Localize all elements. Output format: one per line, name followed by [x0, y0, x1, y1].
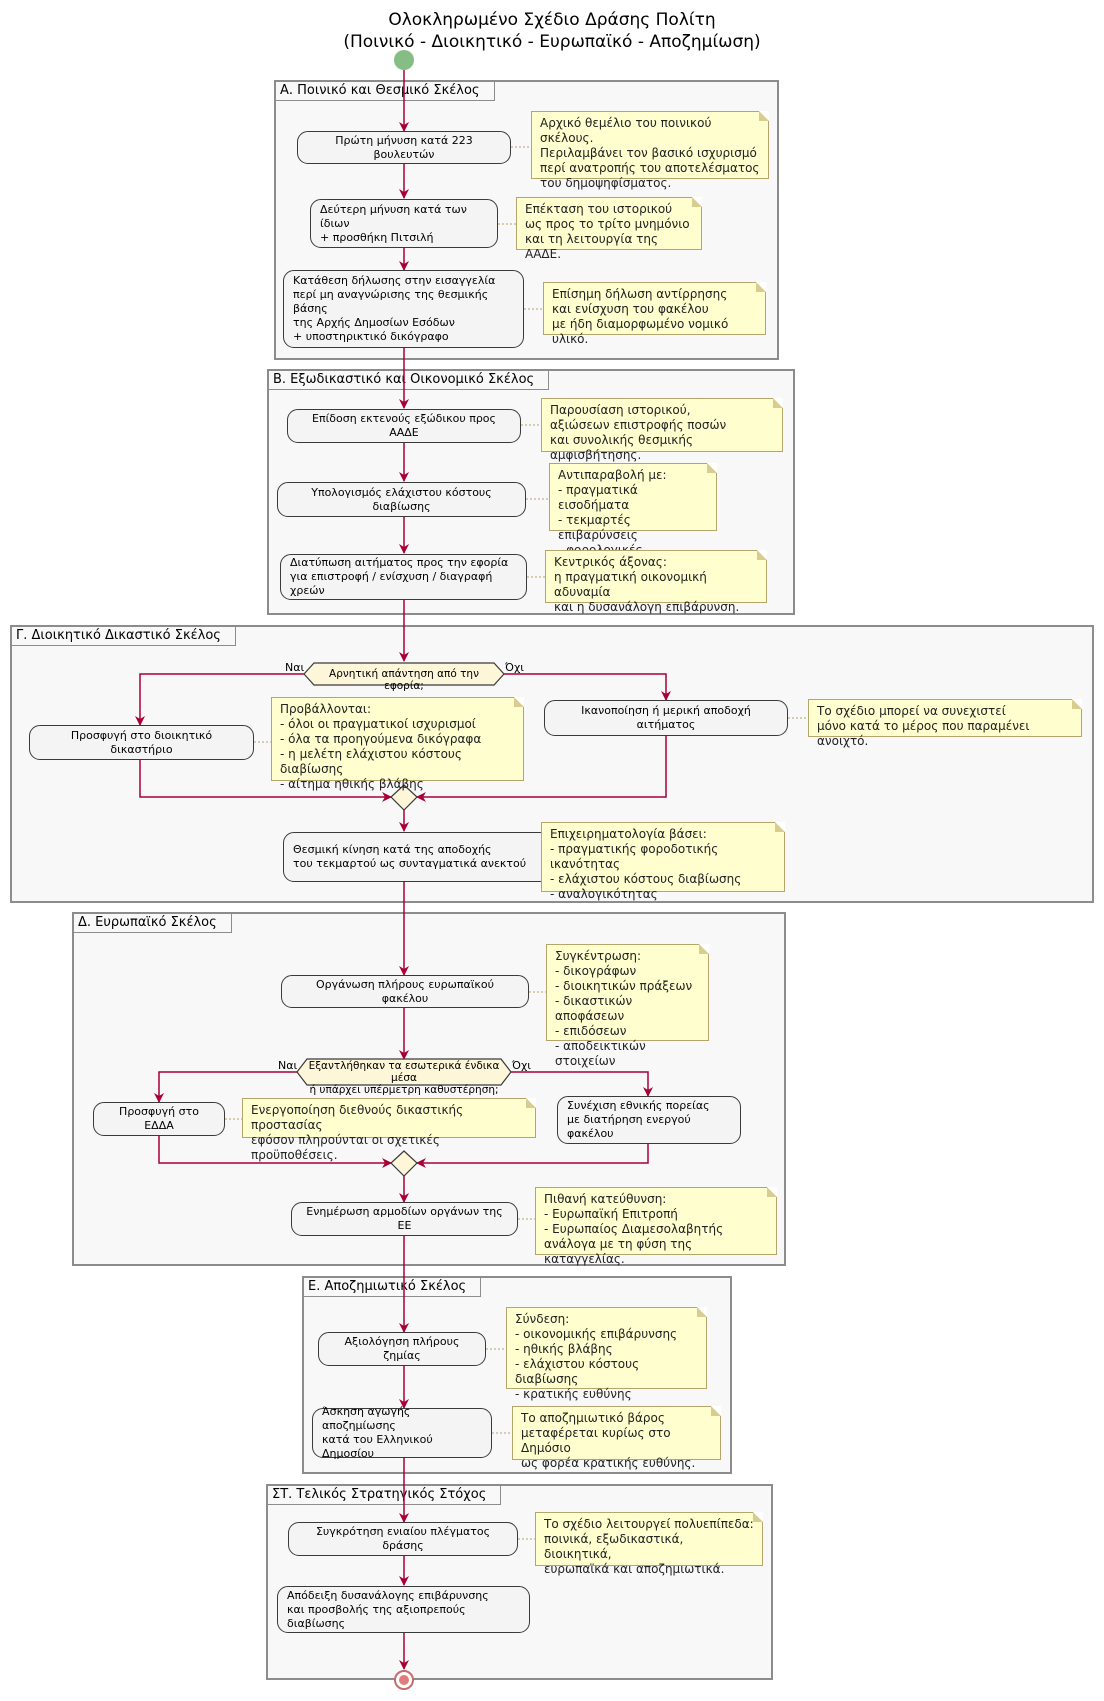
activity-national-course: Συνέχιση εθνικής πορείας με διατήρηση εν…: [557, 1096, 741, 1144]
end-node: [394, 1670, 414, 1690]
note-second-lawsuit: Επέκταση του ιστορικού ως προς το τρίτο …: [516, 197, 702, 261]
diagram-title-line2: (Ποινικό - Διοικητικό - Ευρωπαϊκό - Αποζ…: [343, 32, 761, 52]
diagram-title-line1: Ολοκληρωμένο Σχέδιο Δράσης Πολίτη: [388, 10, 716, 30]
partition-e-label: Ε. Αποζημιωτικό Σκέλος: [304, 1278, 482, 1297]
activity-compensation-suit: Άσκηση αγωγής αποζημίωσης κατά του Ελλην…: [312, 1405, 492, 1460]
activity-admin-court-appeal: Προσφυγή στο διοικητικό δικαστήριο: [29, 725, 254, 760]
note-living-cost-calc: Αντιπαραβολή με: - πραγματικά εισοδήματα…: [549, 463, 717, 572]
merge-d-shape: [390, 1150, 418, 1177]
activity-institutional-action: Θεσμική κίνηση κατά της αποδοχής του τεκ…: [283, 832, 551, 882]
edge-c2-merge: [416, 736, 667, 802]
edge-d2-merge: [158, 1136, 392, 1168]
partition-f-label: ΣΤ. Τελικός Στρατηγικός Στόχος: [268, 1486, 502, 1505]
note-echr-appeal: Ενεργοποίηση διεθνούς δικαστικής προστασ…: [242, 1098, 536, 1162]
decision-c-label: Αρνητική απάντηση από την εφορία;: [329, 668, 479, 692]
decision-c-yes-label: Ναι: [285, 661, 305, 674]
activity-request-accepted: Ικανοποίηση ή μερική αποδοχή αιτήματος: [544, 700, 788, 736]
start-node: [394, 50, 414, 70]
note-extrajudicial-notice: Παρουσίαση ιστορικού, αξιώσεων επιστροφή…: [541, 398, 783, 462]
decision-d-yes-label: Ναι: [278, 1059, 298, 1072]
activity-unified-action: Συγκρότηση ενιαίου πλέγματος δράσης: [288, 1522, 518, 1556]
decision-d-no-label: Όχι: [512, 1059, 532, 1072]
decision-c-shape: [303, 662, 505, 686]
activity-second-lawsuit: Δεύτερη μήνυση κατά των ίδιων + προσθήκη…: [310, 199, 498, 248]
partition-b-label: Β. Εξωδικαστικό και Οικονομικό Σκέλος: [269, 371, 550, 390]
activity-extrajudicial-notice: Επίδοση εκτενούς εξώδικου προς ΑΑΔΕ: [287, 409, 521, 443]
note-eu-bodies: Πιθανή κατεύθυνση: - Ευρωπαϊκή Επιτροπή …: [535, 1187, 777, 1266]
note-request-accepted: Το σχέδιο μπορεί να συνεχιστεί μόνο κατά…: [808, 699, 1082, 748]
activity-eu-bodies: Ενημέρωση αρμοδίων οργάνων της ΕΕ: [291, 1202, 518, 1236]
activity-prosecutor-statement: Κατάθεση δήλωσης στην εισαγγελία περί μη…: [283, 270, 524, 348]
edge-d3-merge: [416, 1144, 649, 1168]
edge-decision-d-no: [511, 1071, 653, 1097]
activity-first-lawsuit: Πρώτη μήνυση κατά 223 βουλευτών: [297, 131, 511, 164]
partition-c-label: Γ. Διοικητικό Δικαστικό Σκέλος: [12, 627, 236, 646]
edge-c1-merge: [139, 760, 392, 802]
edge-decision-d-yes: [154, 1071, 297, 1103]
activity-living-cost-calc: Υπολογισμός ελάχιστου κόστους διαβίωσης: [277, 482, 526, 517]
activity-damage-assessment: Αξιολόγηση πλήρους ζημίας: [318, 1332, 486, 1366]
note-admin-court-appeal: Προβάλλονται: - όλοι οι πραγματικοί ισχυ…: [271, 697, 524, 791]
note-tax-request: Κεντρικός άξονας: η πραγματική οικονομικ…: [545, 550, 767, 614]
activity-proof-burden: Απόδειξη δυσανάλογης επιβάρυνσης και προ…: [277, 1586, 530, 1633]
partition-a-label: Α. Ποινικό και Θεσμικό Σκέλος: [276, 82, 495, 101]
merge-c-shape: [390, 784, 418, 811]
note-institutional-action: Επιχειρηματολογία βάσει: - πραγματικής φ…: [541, 822, 785, 901]
note-compensation-suit: Το αποζημιωτικό βάρος μεταφέρεται κυρίως…: [512, 1406, 721, 1470]
partition-d-label: Δ. Ευρωπαϊκό Σκέλος: [74, 914, 232, 933]
note-first-lawsuit: Αρχικό θεμέλιο του ποινικού σκέλους. Περ…: [531, 111, 769, 190]
decision-d-label: Εξαντλήθηκαν τα εσωτερικά ένδικα μέσα ή …: [308, 1060, 500, 1096]
note-damage-assessment: Σύνδεση: - οικονομικής επιβάρυνσης - ηθι…: [506, 1307, 707, 1401]
note-prosecutor-statement: Επίσημη δήλωση αντίρρησης και ενίσχυση τ…: [543, 282, 766, 346]
edge-decision-c-no: [504, 673, 671, 701]
note-eu-file: Συγκέντρωση: - δικογράφων - διοικητικών …: [546, 944, 709, 1068]
activity-eu-file: Οργάνωση πλήρους ευρωπαϊκού φακέλου: [281, 975, 529, 1008]
decision-c-no-label: Όχι: [505, 661, 525, 674]
activity-echr-appeal: Προσφυγή στο ΕΔΔΑ: [93, 1102, 225, 1136]
activity-tax-request: Διατύπωση αιτήματος προς την εφορία για …: [280, 554, 527, 600]
note-unified-action: Το σχέδιο λειτουργεί πολυεπίπεδα: ποινικ…: [535, 1512, 763, 1576]
decision-d-shape: [296, 1058, 512, 1086]
partition-f: ΣΤ. Τελικός Στρατηγικός Στόχος: [266, 1484, 773, 1680]
edge-decision-c-yes: [135, 673, 304, 726]
